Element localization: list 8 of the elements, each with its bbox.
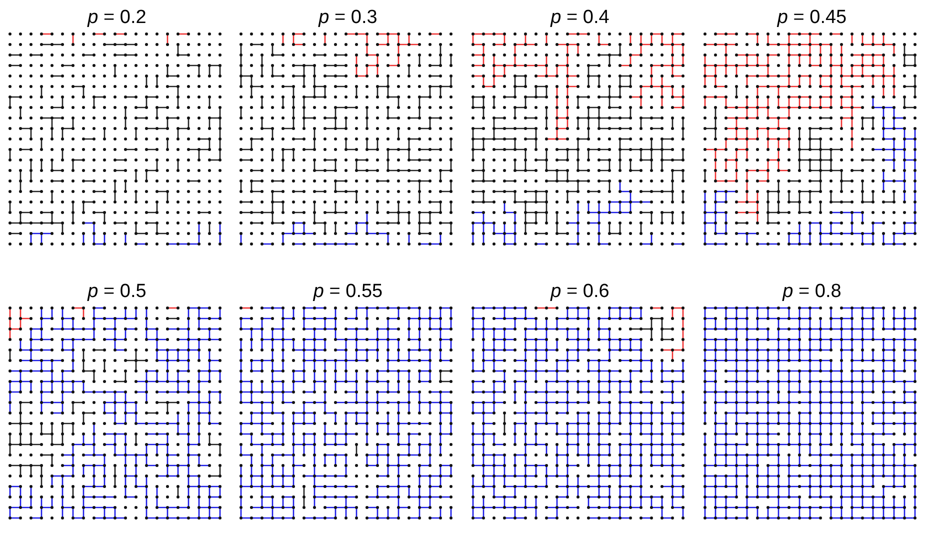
- panel-title: p = 0.3: [318, 6, 378, 30]
- panel-title: p = 0.6: [550, 280, 610, 304]
- panel-title: p = 0.45: [777, 6, 847, 30]
- panel-title: p = 0.2: [88, 6, 146, 30]
- panel-title: p = 0.4: [550, 6, 610, 30]
- panel-title: p = 0.5: [88, 280, 146, 304]
- panel-title: p = 0.55: [313, 280, 383, 304]
- panel-title: p = 0.8: [782, 280, 842, 304]
